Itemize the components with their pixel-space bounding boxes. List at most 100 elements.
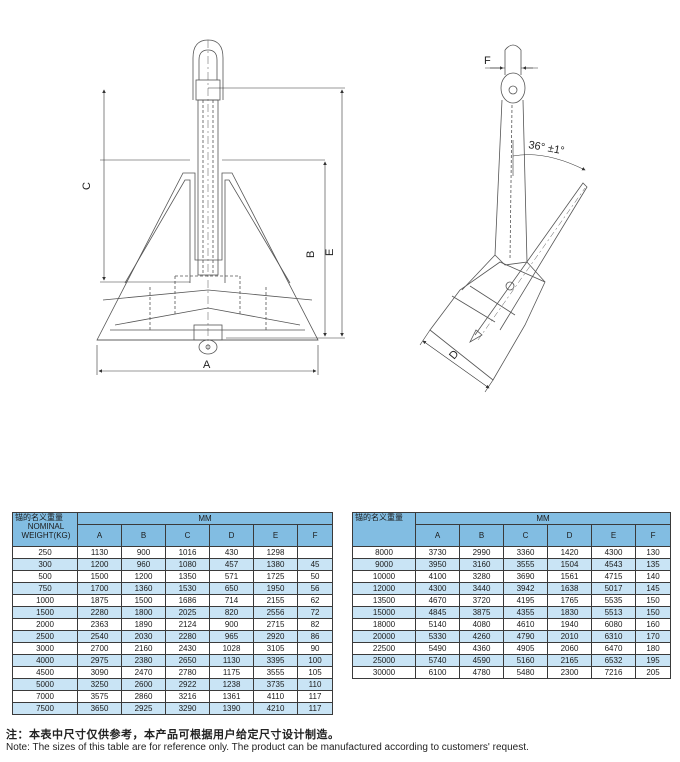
dimension-cell: 5513 xyxy=(591,606,636,619)
dimension-cell: 4110 xyxy=(253,690,298,703)
dimension-cell: 2540 xyxy=(77,630,122,643)
dimension-cell: 1380 xyxy=(253,558,298,571)
dimension-cell: 1350 xyxy=(165,570,210,583)
weight-cell: 5000 xyxy=(12,678,78,691)
header-nominal-weight: 锚的名义重量 NOMINAL WEIGHT(KG) xyxy=(12,512,78,547)
header-en-label-1: NOMINAL xyxy=(27,522,65,531)
dimension-cell: 6100 xyxy=(415,666,460,679)
dimension-cell: 1360 xyxy=(121,582,166,595)
dimension-cell: 960 xyxy=(121,558,166,571)
dimension-cell: 3950 xyxy=(415,558,460,571)
dimension-cell: 1298 xyxy=(253,546,298,559)
dimension-cell: 105 xyxy=(296,666,334,679)
dimension-cell: 2280 xyxy=(77,606,122,619)
dimension-cell: 3280 xyxy=(459,570,504,583)
weight-cell: 500 xyxy=(12,570,78,583)
header-en-label-2: WEIGHT(KG) xyxy=(21,531,71,540)
dimension-cell: 4590 xyxy=(459,654,504,667)
dimension-cell: 3730 xyxy=(415,546,460,559)
dimension-cell: 820 xyxy=(209,606,254,619)
col-header-a-right: A xyxy=(415,524,460,547)
header-nominal-weight-right: 锚的名义重量 xyxy=(352,512,416,547)
weight-cell: 13500 xyxy=(352,594,416,607)
dimension-cell: 6532 xyxy=(591,654,636,667)
weight-cell: 7000 xyxy=(12,690,78,703)
dimension-cell: 2025 xyxy=(165,606,210,619)
dimension-cell: 714 xyxy=(209,594,254,607)
col-header-e: E xyxy=(253,524,298,547)
dimension-cell: 50 xyxy=(296,570,334,583)
dimension-cell: 2380 xyxy=(121,654,166,667)
dimension-cell: 1080 xyxy=(165,558,210,571)
dimension-cell: 1130 xyxy=(209,654,254,667)
dimension-cell: 2922 xyxy=(165,678,210,691)
dimension-cell: 3875 xyxy=(459,606,504,619)
weight-cell: 750 xyxy=(12,582,78,595)
dimension-cell: 3440 xyxy=(459,582,504,595)
dimension-cell: 1504 xyxy=(547,558,592,571)
dimension-cell: 5160 xyxy=(503,654,548,667)
dimension-cell: 7216 xyxy=(591,666,636,679)
dimension-cell: 195 xyxy=(634,654,672,667)
dimension-cell: 4670 xyxy=(415,594,460,607)
col-header-c-right: C xyxy=(503,524,548,547)
front-view-dimensions xyxy=(96,87,345,375)
col-header-f-right: F xyxy=(634,524,672,547)
dimension-cell: 2600 xyxy=(121,678,166,691)
dimension-cell: 1500 xyxy=(77,570,122,583)
dimension-cell: 4780 xyxy=(459,666,504,679)
dimension-cell: 1500 xyxy=(121,594,166,607)
weight-cell: 2000 xyxy=(12,618,78,631)
dimension-cell: 4080 xyxy=(459,618,504,631)
dimension-cell: 1130 xyxy=(77,546,122,559)
dimension-cell: 117 xyxy=(296,702,334,715)
dimension-cell: 145 xyxy=(634,582,672,595)
dimension-cell: 3250 xyxy=(77,678,122,691)
dimension-cell: 2920 xyxy=(253,630,298,643)
note-chinese: 注：本表中尺寸仅供参考，本产品可根据用户给定尺寸设计制造。 xyxy=(6,729,340,741)
dimension-cell: 150 xyxy=(634,594,672,607)
dimension-cell: 571 xyxy=(209,570,254,583)
dimension-cell: 86 xyxy=(296,630,334,643)
note-english: Note: The sizes of this table are for re… xyxy=(6,742,529,753)
dimension-cell: 2925 xyxy=(121,702,166,715)
dimension-cell: 3735 xyxy=(253,678,298,691)
dimension-cell: 2300 xyxy=(547,666,592,679)
dimension-cell: 4543 xyxy=(591,558,636,571)
dimension-cell: 1686 xyxy=(165,594,210,607)
dimension-cell: 900 xyxy=(121,546,166,559)
dimension-cell: 3942 xyxy=(503,582,548,595)
dimension-cell: 1800 xyxy=(121,606,166,619)
dimension-cell: 5490 xyxy=(415,642,460,655)
col-header-f: F xyxy=(296,524,334,547)
dimension-cell: 1725 xyxy=(253,570,298,583)
dimension-cell: 2470 xyxy=(121,666,166,679)
dimension-cell: 3160 xyxy=(459,558,504,571)
dimension-cell: 82 xyxy=(296,618,334,631)
dimension-cell: 3720 xyxy=(459,594,504,607)
dimension-cell: 1200 xyxy=(77,558,122,571)
weight-cell: 9000 xyxy=(352,558,416,571)
dimension-cell: 1361 xyxy=(209,690,254,703)
dimension-cell: 4355 xyxy=(503,606,548,619)
dimension-cell: 1890 xyxy=(121,618,166,631)
dimension-cell: 2010 xyxy=(547,630,592,643)
dimension-cell: 2160 xyxy=(121,642,166,655)
weight-cell: 7500 xyxy=(12,702,78,715)
weight-cell: 3000 xyxy=(12,642,78,655)
header-unit: MM xyxy=(76,512,334,525)
dimension-cell: 2060 xyxy=(547,642,592,655)
